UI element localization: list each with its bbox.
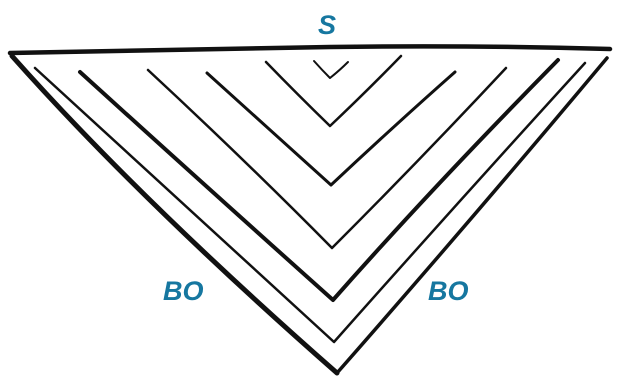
label-right-edge: BO [428,278,469,305]
top-edge-line [10,46,610,53]
chevron-row-6 [314,61,348,78]
chevron-row-2 [80,60,558,300]
label-left-edge: BO [163,278,204,305]
label-top-edge: S [318,12,336,39]
outer-left-edge [12,56,337,373]
chevron-row-5 [266,56,401,126]
chevron-row-4 [207,72,455,185]
